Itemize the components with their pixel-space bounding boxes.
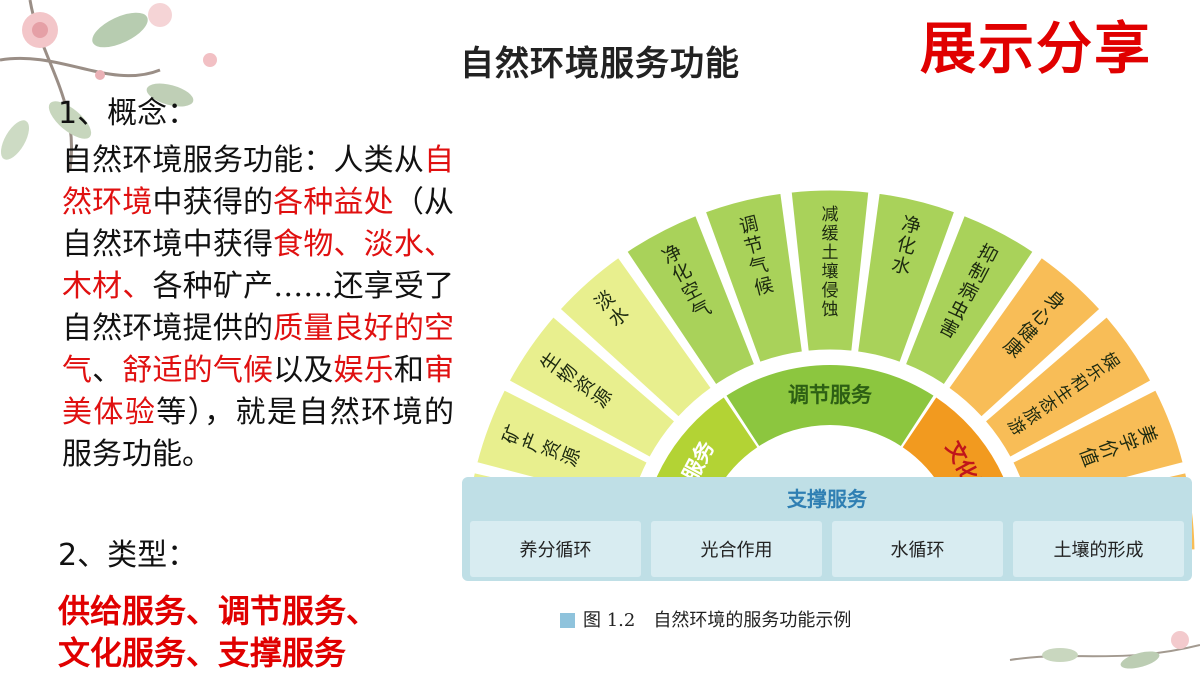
highlighted-phrase: 各种益处 — [273, 185, 394, 220]
paragraph-text: 以及 — [273, 353, 334, 388]
service-item-char: 壤 — [822, 261, 839, 282]
page-title: 自然环境服务功能 — [460, 44, 740, 84]
paragraph-text: 、 — [92, 353, 123, 388]
service-ray — [704, 192, 803, 363]
service-item-char: 土 — [822, 243, 839, 263]
highlighted-phrase: 舒适的气候 — [122, 353, 274, 388]
highlighted-phrase: 娱乐 — [333, 353, 394, 388]
regulation-ring-sector — [726, 364, 934, 446]
highlighted-phrase: 质量良好的空气 — [62, 311, 455, 388]
types-line-2: 文化服务、支撑服务 — [58, 634, 347, 672]
service-ray — [790, 189, 870, 352]
service-item-char: 水 — [889, 253, 913, 279]
service-ray — [948, 256, 1101, 418]
types-line-1: 供给服务、调节服务、 — [58, 592, 379, 630]
service-ray — [626, 214, 756, 386]
service-ray — [857, 192, 956, 363]
regulation-category-label: 调节服务 — [788, 383, 873, 407]
highlighted-phrase: 食物、淡水、木材、 — [62, 227, 455, 304]
floral-decoration-bottom-right — [1009, 631, 1200, 669]
caption-text: 图 1.2 自然环境的服务功能示例 — [583, 610, 852, 631]
service-ray — [984, 316, 1152, 458]
share-stamp: 展示分享 — [920, 17, 1152, 82]
support-cell: 土壤的形成 — [1013, 521, 1184, 577]
service-item-char: 净 — [899, 213, 923, 239]
paragraph-text: 等），就是自然环境的服务功能。 — [62, 395, 454, 472]
caption-marker — [560, 613, 575, 628]
support-cell: 光合作用 — [651, 521, 822, 577]
support-cell: 养分循环 — [470, 521, 641, 577]
floral-decoration-top-left — [0, 0, 217, 171]
service-ray — [559, 256, 712, 418]
figure-caption: 图 1.2 自然环境的服务功能示例 — [560, 606, 851, 632]
service-item-char: 减 — [822, 205, 839, 225]
service-item-char: 化 — [894, 233, 918, 259]
highlighted-phrase: 自然环境 — [62, 143, 454, 220]
paragraph-text: 自然环境服务功能：人类从 — [62, 143, 424, 178]
service-item-char: 气 — [747, 253, 771, 279]
concept-heading: 1、概念： — [58, 96, 198, 131]
service-item-char: 节 — [742, 233, 766, 259]
types-list: 供给服务、调节服务、 文化服务、支撑服务 — [58, 590, 458, 674]
service-item-char: 侵 — [822, 281, 839, 301]
service-item-char: 候 — [752, 274, 776, 300]
paragraph-text: （从自然环境中获得 — [62, 185, 455, 262]
support-cell: 水循环 — [832, 521, 1003, 577]
service-ray — [904, 214, 1034, 386]
service-item-char: 缓 — [822, 224, 839, 244]
paragraph-text: 中获得的 — [152, 185, 274, 220]
service-item-label: 净化水 — [889, 213, 923, 280]
service-ray — [508, 316, 676, 458]
service-item-char: 调 — [737, 213, 761, 239]
support-services-box: 支撑服务 养分循环 光合作用 水循环 土壤的形成 — [462, 477, 1192, 581]
concept-paragraph: 自然环境服务功能：人类从自然环境中获得的各种益处（从自然环境中获得食物、淡水、木… — [62, 140, 454, 476]
paragraph-text: 和 — [393, 353, 425, 388]
highlighted-phrase: 审美体验 — [62, 353, 455, 430]
paragraph-text: 各种矿产……还享受了自然环境提供的 — [62, 269, 455, 346]
service-item-char: 蚀 — [822, 300, 839, 320]
types-heading: 2、类型： — [58, 538, 198, 573]
support-services-title: 支撑服务 — [787, 487, 867, 511]
